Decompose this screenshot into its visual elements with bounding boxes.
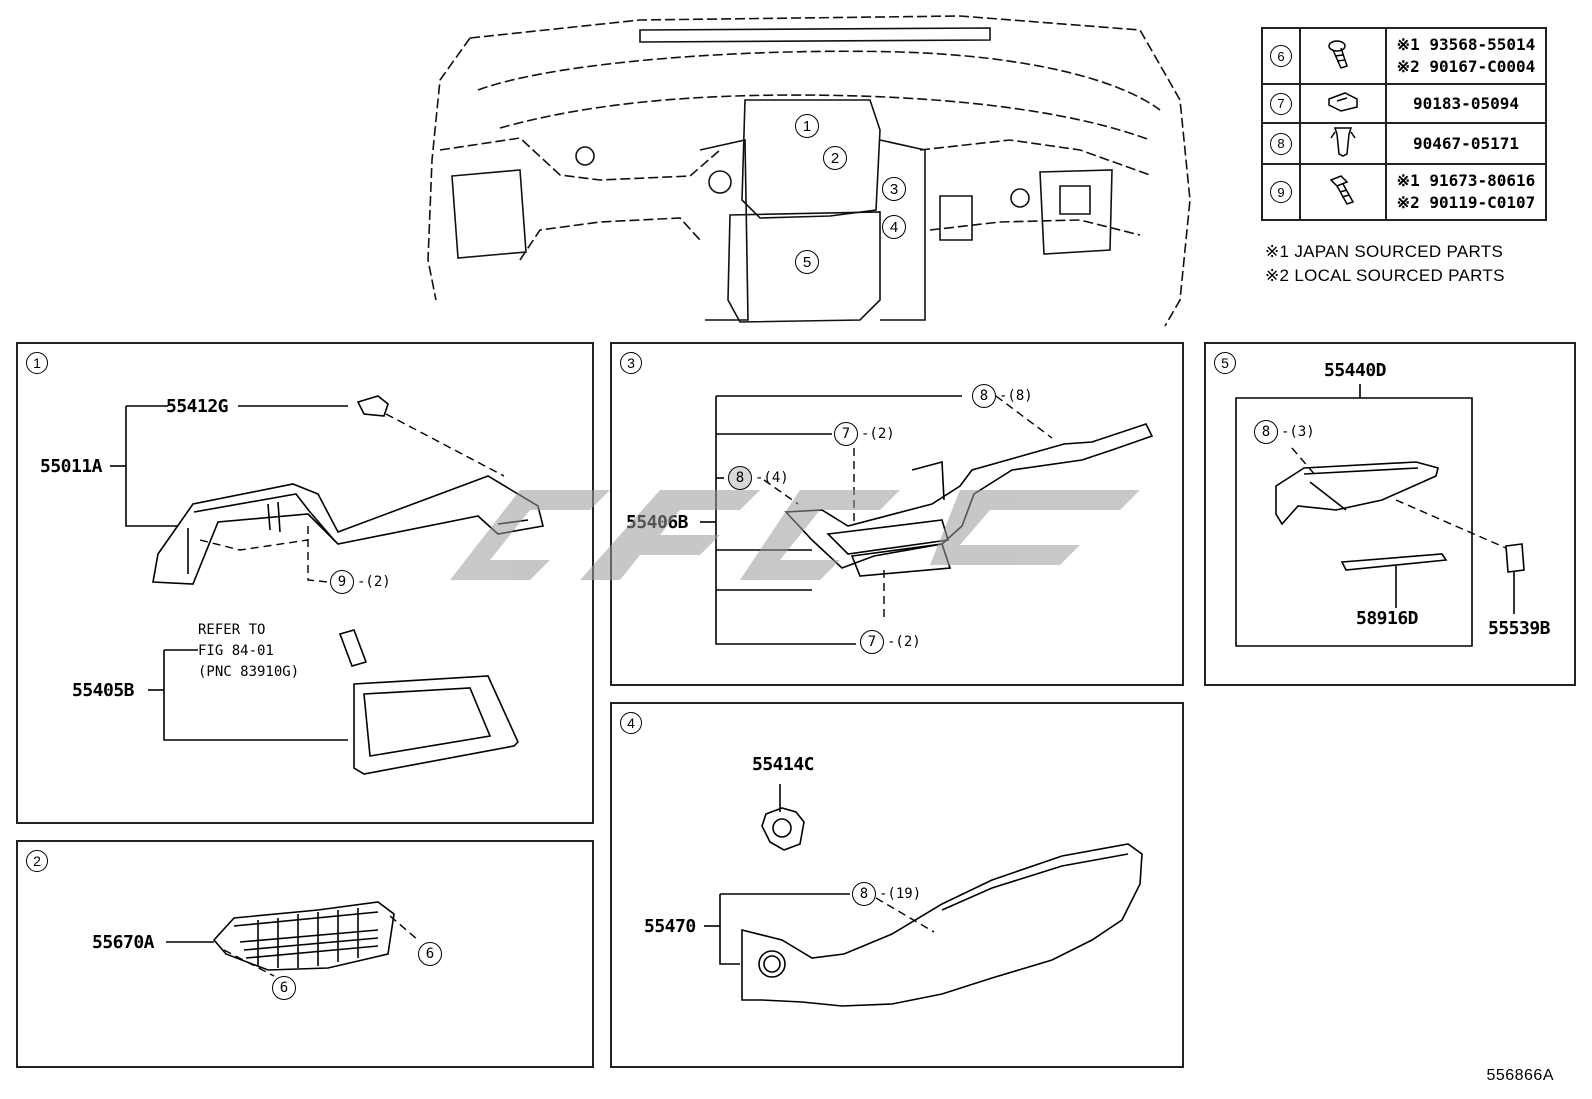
part-label-55405b: 55405B	[72, 680, 135, 701]
refer-line: (PNC 83910G)	[198, 664, 300, 680]
table-row: 9 ※1 91673-80616 ※2 90119-C0107	[1261, 163, 1547, 221]
panel-number: 1	[26, 352, 48, 374]
part-label-58916d: 58916D	[1356, 608, 1419, 629]
note-local: ※2 LOCAL SOURCED PARTS	[1265, 266, 1505, 285]
callout-7: 7 -(2)	[860, 630, 921, 654]
part-number: 90183-05094	[1413, 93, 1519, 113]
panel-number: 3	[620, 352, 642, 374]
ref-circle: 7	[834, 422, 858, 446]
part-label-55670a: 55670A	[92, 932, 155, 953]
overview-ref-3: 3	[882, 177, 906, 201]
panel-number: 4	[620, 712, 642, 734]
callout-8: 8 -(3)	[1254, 420, 1315, 444]
callout-7: 7 -(2)	[834, 422, 895, 446]
part-label-55440d: 55440D	[1324, 360, 1387, 381]
quantity: -(8)	[999, 388, 1033, 404]
part-label-55406b: 55406B	[626, 512, 689, 533]
source-notes: ※1 JAPAN SOURCED PARTS ※2 LOCAL SOURCED …	[1265, 240, 1505, 288]
ref-circle: 6	[1270, 45, 1292, 67]
part-label-55412g: 55412G	[166, 396, 229, 417]
fastener-parts-table: 6 ※1 93568-55014 ※2 90167-C0004 7 90183-0…	[1261, 27, 1547, 221]
quantity: -(3)	[1281, 424, 1315, 440]
panel-2: 2 55670A 6 6	[16, 840, 594, 1068]
ref-circle: 6	[418, 942, 442, 966]
panel-number: 2	[26, 850, 48, 872]
ref-circle: 8	[852, 882, 876, 906]
panel-4: 4 55414C 55470 8 -(19)	[610, 702, 1184, 1068]
callout-8: 8 -(8)	[972, 384, 1033, 408]
part-number: ※2 90119-C0107	[1396, 193, 1536, 212]
callout-8: 8 -(19)	[852, 882, 921, 906]
part-label-55414c: 55414C	[752, 754, 815, 775]
clip-icon	[1330, 127, 1356, 157]
refer-line: REFER TO	[198, 622, 266, 638]
panel-number: 5	[1214, 352, 1236, 374]
ref-circle: 6	[272, 976, 296, 1000]
callout-8: 8 -(4)	[728, 466, 789, 490]
overview-ref-4: 4	[882, 215, 906, 239]
panel-4-drawing	[704, 784, 1143, 1007]
note-japan: ※1 JAPAN SOURCED PARTS	[1265, 242, 1504, 261]
panel-5-drawing	[1235, 384, 1525, 647]
ref-circle: 9	[330, 570, 354, 594]
ref-circle: 8	[728, 466, 752, 490]
part-number: ※1 93568-55014	[1396, 35, 1536, 54]
callout-6: 6	[272, 976, 296, 1000]
part-label-55470: 55470	[644, 916, 696, 937]
part-label-55539b: 55539B	[1488, 618, 1551, 639]
quantity: -(2)	[887, 634, 921, 650]
panel-2-drawing	[166, 901, 419, 977]
panel-1-drawing	[110, 395, 544, 775]
ref-circle: 8	[1270, 132, 1292, 155]
part-number: ※2 90167-C0004	[1396, 57, 1536, 76]
table-row: 6 ※1 93568-55014 ※2 90167-C0004	[1261, 27, 1547, 85]
ref-circle: 8	[972, 384, 996, 408]
panel-1: 1 55412G 55011A 55405B REFER	[16, 342, 594, 824]
panel-3: 3 55406B 8 -(8) 7 -(2) 8 -(4	[610, 342, 1184, 686]
clip-nut-icon	[1328, 92, 1358, 112]
screw-icon	[1329, 174, 1355, 205]
ref-circle: 8	[1254, 420, 1278, 444]
callout-6: 6	[418, 942, 442, 966]
refer-line: FIG 84-01	[198, 643, 274, 659]
quantity: -(2)	[861, 426, 895, 442]
callout-9: 9 -(2)	[330, 570, 391, 594]
panel-5: 5 55440D 58916D 55539B 8 -(3)	[1204, 342, 1576, 686]
ref-circle: 7	[860, 630, 884, 654]
quantity: -(4)	[755, 470, 789, 486]
ref-circle: 9	[1270, 181, 1292, 203]
overview-ref-5: 5	[795, 250, 819, 274]
part-number: 90467-05171	[1413, 133, 1519, 153]
bolt-icon	[1328, 39, 1348, 69]
quantity: -(19)	[879, 886, 922, 902]
quantity: -(2)	[357, 574, 391, 590]
figure-id: 556866A	[1486, 1067, 1554, 1084]
part-label-55011a: 55011A	[40, 456, 103, 477]
overview-ref-1: 1	[795, 114, 819, 138]
refer-note: REFER TO FIG 84-01 (PNC 83910G)	[198, 620, 299, 683]
ref-circle: 7	[1270, 92, 1292, 115]
table-row: 7 90183-05094	[1261, 83, 1547, 124]
table-row: 8 90467-05171	[1261, 122, 1547, 165]
part-number: ※1 91673-80616	[1396, 171, 1536, 190]
overview-ref-2: 2	[823, 146, 847, 170]
